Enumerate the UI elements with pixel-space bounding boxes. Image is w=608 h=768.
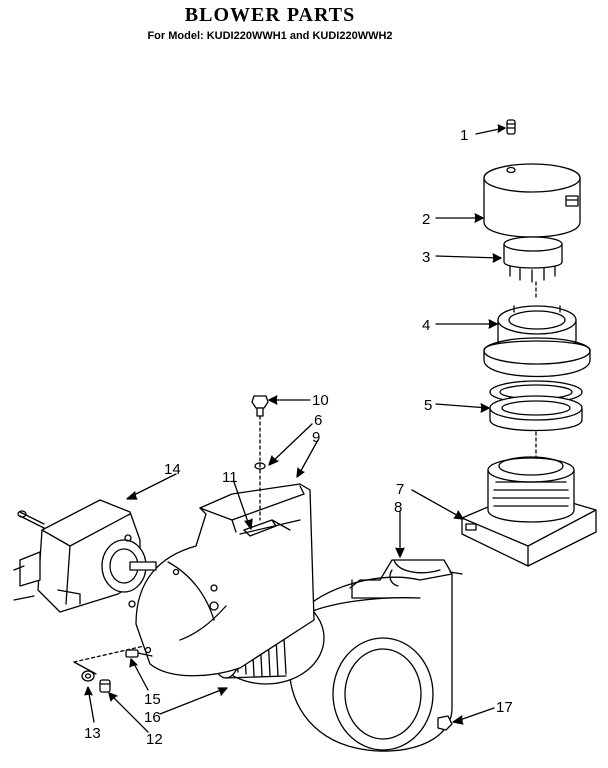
- page-subtitle: For Model: KUDI220WWH1 and KUDI220WWH2: [147, 30, 393, 42]
- callout-8: 8: [394, 499, 402, 516]
- mounting-plate: [135, 483, 315, 677]
- washer-part-6: [254, 462, 266, 470]
- callout-12: 12: [146, 731, 163, 748]
- page-title: BLOWER PARTS: [184, 4, 356, 26]
- callout-17: 17: [496, 699, 513, 716]
- coupling-part-3: [503, 236, 563, 283]
- callout-13: 13: [84, 725, 101, 742]
- callout-11: 11: [222, 469, 238, 486]
- ring-part-5: [489, 380, 583, 432]
- callout-1: 1: [460, 127, 468, 144]
- callout-7: 7: [396, 481, 404, 498]
- callout-10: 10: [312, 392, 329, 409]
- motor-mount-part-7: [461, 456, 597, 567]
- callout-2: 2: [422, 211, 430, 228]
- callout-5: 5: [424, 397, 432, 414]
- screw-part-10: [251, 395, 269, 417]
- screws-parts-12-13-15: [81, 649, 153, 693]
- callout-14: 14: [164, 461, 181, 478]
- callout-4: 4: [422, 317, 430, 334]
- blower-housing: [288, 559, 463, 752]
- motor-part-14: [13, 499, 157, 613]
- housing-part-4: [483, 305, 591, 378]
- callout-15: 15: [144, 691, 161, 708]
- callout-16: 16: [144, 709, 161, 726]
- screw-part-1: [506, 119, 516, 135]
- motor-cap-part-2: [483, 163, 581, 238]
- callout-9: 9: [312, 429, 320, 446]
- callout-6: 6: [314, 412, 322, 429]
- leader-lines: [84, 124, 506, 733]
- screw-part-17: [437, 715, 453, 731]
- callout-3: 3: [422, 249, 430, 266]
- callout-labels: 1 2 3 4 5 6 7 8 9 10 11 12 13 14 15 16 1…: [84, 127, 513, 748]
